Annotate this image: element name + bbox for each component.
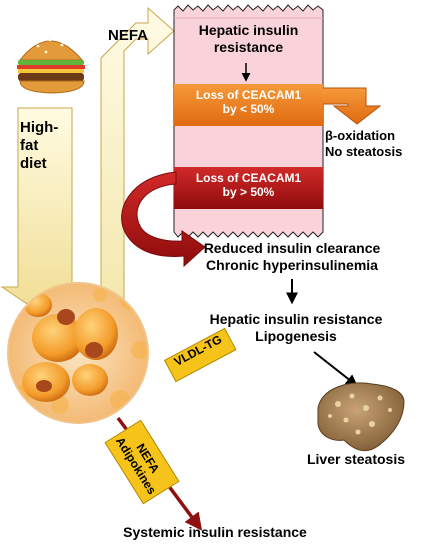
nefa-arrow xyxy=(100,6,175,331)
beta-oxidation-label: β-oxidation No steatosis xyxy=(325,128,403,159)
loss-high-label: Loss of CEACAM1 by > 50% xyxy=(195,171,302,200)
loss-low-bar xyxy=(174,84,323,126)
hepatic-lipogenesis-label: Hepatic insulin resistance Lipogenesis xyxy=(209,311,383,344)
hamburger-icon xyxy=(17,38,85,94)
hepatic-insulin-resistance-title: Hepatic insulin resistance xyxy=(198,22,299,55)
fat-cells-image xyxy=(7,282,149,424)
loss-low-label: Loss of CEACAM1 by < 50% xyxy=(195,88,302,117)
loss-high-bar xyxy=(174,167,323,209)
high-fat-diet-label: High- fat diet xyxy=(20,119,59,172)
nefa-arrow-label: NEFA xyxy=(108,27,149,44)
red-curved-arrow xyxy=(121,171,206,268)
orange-bent-arrow xyxy=(319,87,382,125)
arrow-hepatic-to-liver xyxy=(313,351,358,387)
steatotic-liver-icon xyxy=(317,382,405,452)
insulin-clearance-label: Reduced insulin clearance Chronic hyperi… xyxy=(203,240,381,273)
liver-steatosis-label: Liver steatosis xyxy=(306,451,406,467)
vldl-tag xyxy=(163,327,237,383)
systemic-insulin-resistance-label: Systemic insulin resistance xyxy=(123,524,307,540)
nefa-adipokines-tag xyxy=(104,419,180,505)
